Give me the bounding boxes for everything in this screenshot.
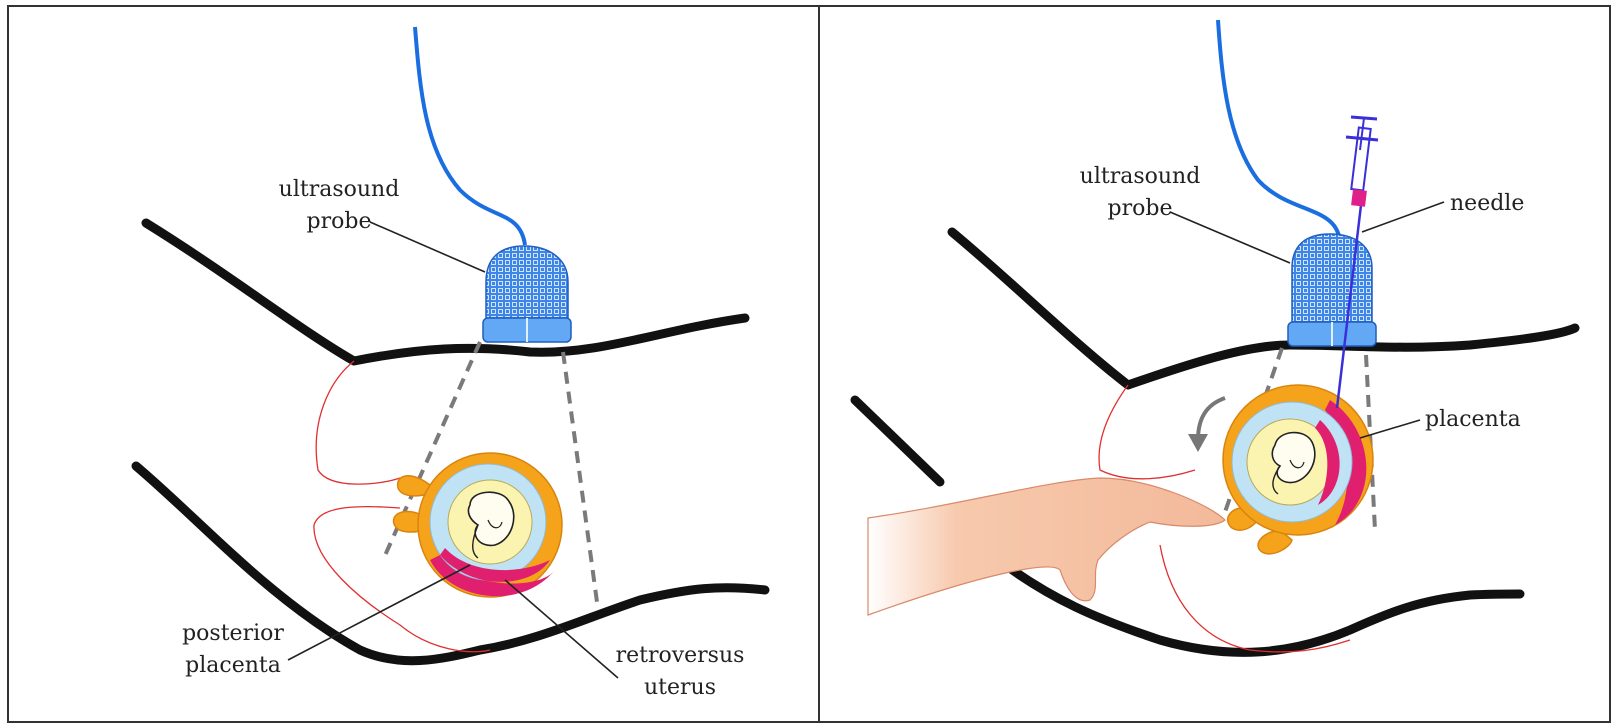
ultrasound-probe-left xyxy=(483,246,571,342)
right-probe-label-line2: probe xyxy=(1108,196,1173,221)
left-probe-label-line2: probe xyxy=(307,209,372,234)
right-probe-leader xyxy=(1170,212,1290,263)
right-panel-frame xyxy=(819,6,1610,722)
uterus-with-fetus xyxy=(393,453,562,597)
bladder-outline-right xyxy=(1099,385,1195,479)
posterior-placenta-label-line1: posterior xyxy=(182,621,284,646)
syringe-hub xyxy=(1351,189,1367,207)
needle-leader xyxy=(1362,202,1444,232)
bladder-outline xyxy=(316,361,400,484)
posterior-placenta-label-line2: placenta xyxy=(185,653,281,678)
syringe-finger-flange xyxy=(1346,137,1378,140)
left-panel: ultrasound probe posterior placenta retr… xyxy=(136,27,765,700)
left-probe-label-line1: ultrasound xyxy=(279,177,400,202)
ultrasound-probe-right xyxy=(1288,234,1376,346)
posterior-placenta-leader xyxy=(288,565,470,660)
abdominal-wall-line xyxy=(146,223,745,361)
probe-cable-right xyxy=(1218,20,1340,245)
abdominal-wall-line-right xyxy=(952,232,1575,385)
uterus-with-fetus-right xyxy=(1223,385,1373,554)
retroversus-uterus-leader xyxy=(505,580,618,678)
lower-back-line-right xyxy=(855,400,940,482)
probe-cable xyxy=(415,27,525,245)
left-panel-frame xyxy=(8,6,819,722)
rotation-arrowhead xyxy=(1188,434,1208,452)
retroversus-uterus-label-line2: uterus xyxy=(644,675,716,700)
placenta-label: placenta xyxy=(1425,407,1521,432)
right-probe-label-line1: ultrasound xyxy=(1080,164,1201,189)
syringe-top-flange xyxy=(1351,117,1377,119)
needle-label: needle xyxy=(1450,191,1524,216)
right-panel: ultrasound probe needle placenta xyxy=(855,20,1575,652)
ultrasound-beam-right-edge xyxy=(563,352,597,602)
rotation-arrow xyxy=(1198,398,1225,440)
left-probe-leader xyxy=(370,222,485,272)
retroversus-uterus-label-line1: retroversus xyxy=(616,643,745,668)
